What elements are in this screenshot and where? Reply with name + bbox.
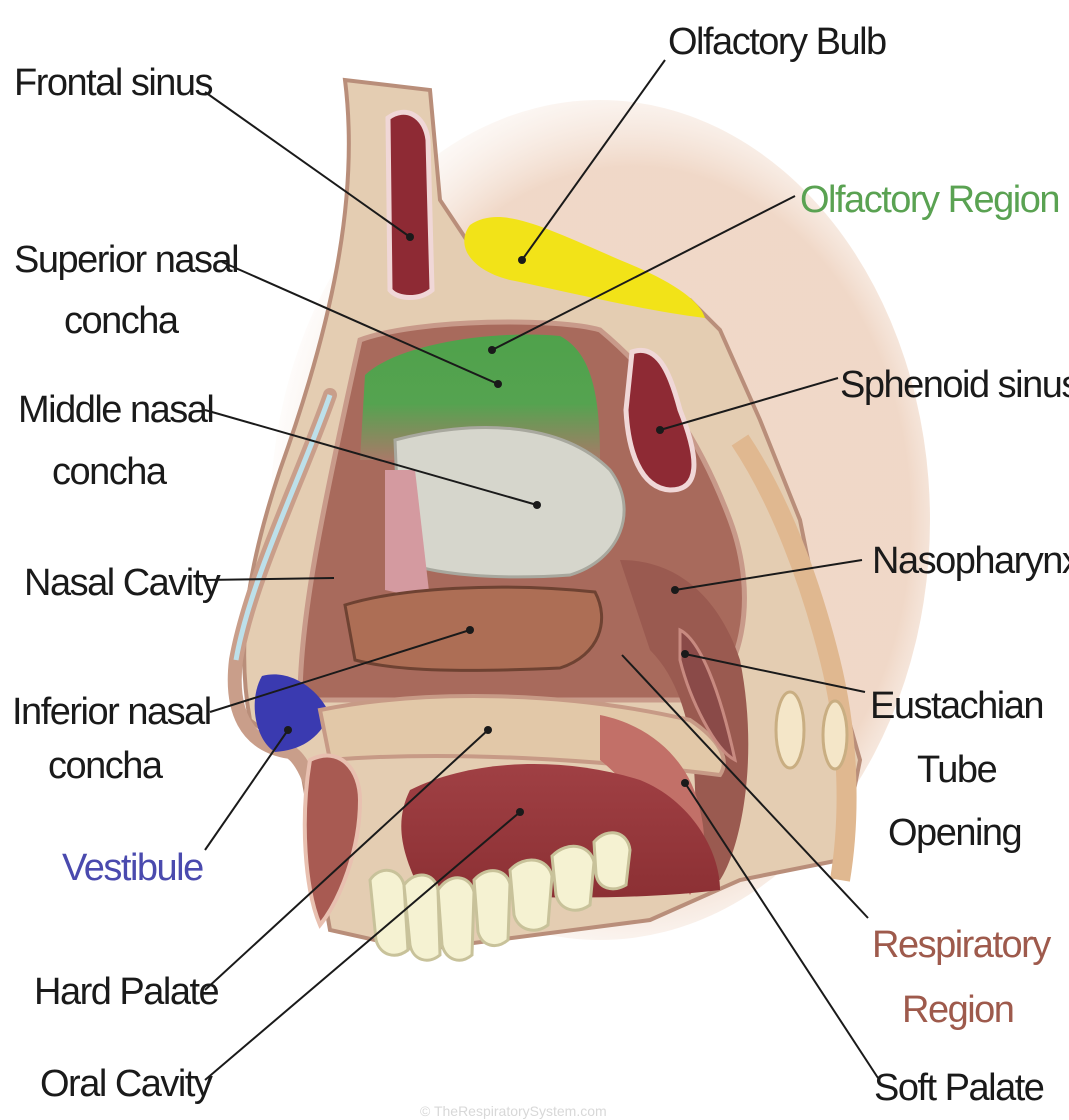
label-sphenoid-sinus: Sphenoid sinus xyxy=(840,364,1069,406)
tooth xyxy=(438,878,474,960)
label-eustachian-line3: Opening xyxy=(888,812,1021,854)
label-frontal-sinus: Frontal sinus xyxy=(14,62,213,104)
leader-dot xyxy=(671,586,679,594)
label-inferior-concha-line1: Inferior nasal xyxy=(12,691,211,733)
label-respiratory-region-line2: Region xyxy=(902,989,1013,1031)
label-superior-concha-line1: Superior nasal xyxy=(14,239,238,281)
leader-dot xyxy=(681,650,689,658)
frontal-sinus-shape xyxy=(388,112,432,297)
leader-dot xyxy=(533,501,541,509)
label-middle-concha-line1: Middle nasal xyxy=(18,389,213,431)
leader-dot xyxy=(656,426,664,434)
leader-dot xyxy=(681,779,689,787)
label-olfactory-region: Olfactory Region xyxy=(800,179,1059,221)
label-eustachian-line1: Eustachian xyxy=(870,685,1043,727)
label-middle-concha-line2: concha xyxy=(52,451,168,493)
leader-dot xyxy=(516,808,524,816)
label-vestibule: Vestibule xyxy=(62,847,203,889)
label-respiratory-region-line1: Respiratory xyxy=(872,924,1051,966)
leader-dot xyxy=(494,380,502,388)
label-soft-palate: Soft Palate xyxy=(874,1067,1044,1109)
leader-dot xyxy=(518,256,526,264)
leader-dot xyxy=(284,726,292,734)
label-oral-cavity: Oral Cavity xyxy=(40,1063,213,1105)
tooth xyxy=(510,860,552,930)
label-superior-concha-line2: concha xyxy=(64,300,180,342)
leader-vestibule xyxy=(205,730,288,850)
label-eustachian-line2: Tube xyxy=(917,749,997,791)
leader-dot xyxy=(488,346,496,354)
leader-dot xyxy=(406,233,414,241)
tooth xyxy=(404,875,440,960)
vertebra xyxy=(776,692,804,768)
tooth xyxy=(594,833,630,889)
leader-dot xyxy=(484,726,492,734)
vertebra xyxy=(823,701,847,769)
label-inferior-concha-line2: concha xyxy=(48,745,164,787)
leader-dot xyxy=(466,626,474,634)
label-nasal-cavity: Nasal Cavity xyxy=(24,562,221,604)
tooth xyxy=(552,846,594,910)
label-olfactory-bulb: Olfactory Bulb xyxy=(668,21,886,63)
label-nasopharynx: Nasopharynx xyxy=(872,540,1069,582)
tooth xyxy=(474,871,510,946)
watermark: © TheRespiratorySystem.com xyxy=(420,1103,607,1119)
label-hard-palate: Hard Palate xyxy=(34,971,219,1013)
